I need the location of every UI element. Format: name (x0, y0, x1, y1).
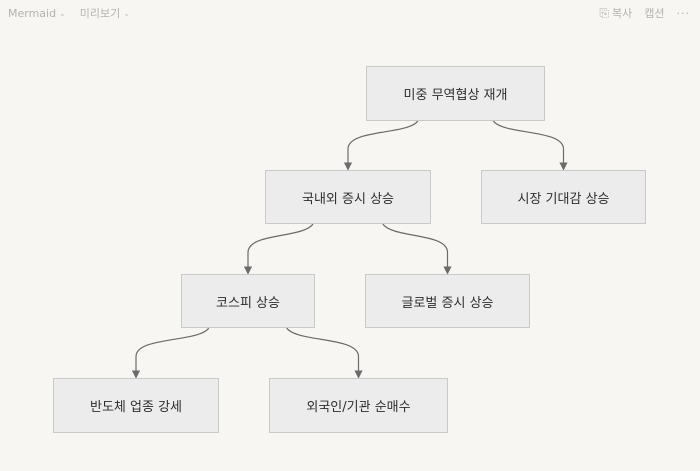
chevron-down-icon: ⌄ (59, 8, 66, 18)
copy-icon: ⎘ (599, 5, 609, 20)
caption-button[interactable]: 캡션 (644, 7, 665, 20)
copy-button[interactable]: ⎘ 복사 (599, 5, 632, 21)
node-trade-talks-resume: 미중 무역협상 재개 (366, 66, 545, 121)
copy-label: 복사 (612, 7, 633, 20)
language-label: Mermaid (8, 6, 57, 20)
edge-n1-n3 (492, 120, 568, 171)
more-options-icon[interactable]: ··· (676, 6, 690, 20)
node-foreign-institutional-buying: 외국인/기관 순매수 (269, 378, 448, 433)
edge-n2-n5 (382, 223, 452, 275)
toolbar-right: ⎘ 복사 캡션 ··· (599, 5, 690, 21)
view-label: 미리보기 (79, 7, 121, 20)
node-stock-market-rise: 국내외 증시 상승 (265, 170, 431, 224)
chevron-down-icon: ⌄ (123, 8, 130, 18)
edge-n1-n2 (343, 120, 419, 171)
node-kospi-rise: 코스피 상승 (181, 274, 315, 328)
view-dropdown[interactable]: 미리보기 ⌄ (80, 5, 130, 21)
toolbar-left: Mermaid ⌄ 미리보기 ⌄ (8, 5, 130, 21)
language-dropdown[interactable]: Mermaid ⌄ (8, 7, 66, 20)
toolbar: Mermaid ⌄ 미리보기 ⌄ ⎘ 복사 캡션 ··· (0, 0, 700, 26)
node-global-stock-rise: 글로벌 증시 상승 (365, 274, 530, 328)
node-market-expectation-rise: 시장 기대감 상승 (481, 170, 646, 224)
edge-n2-n4 (243, 223, 314, 275)
edge-n4-n6 (131, 327, 210, 379)
node-semiconductor-strength: 반도체 업종 강세 (53, 378, 219, 433)
edge-n4-n7 (286, 327, 363, 379)
